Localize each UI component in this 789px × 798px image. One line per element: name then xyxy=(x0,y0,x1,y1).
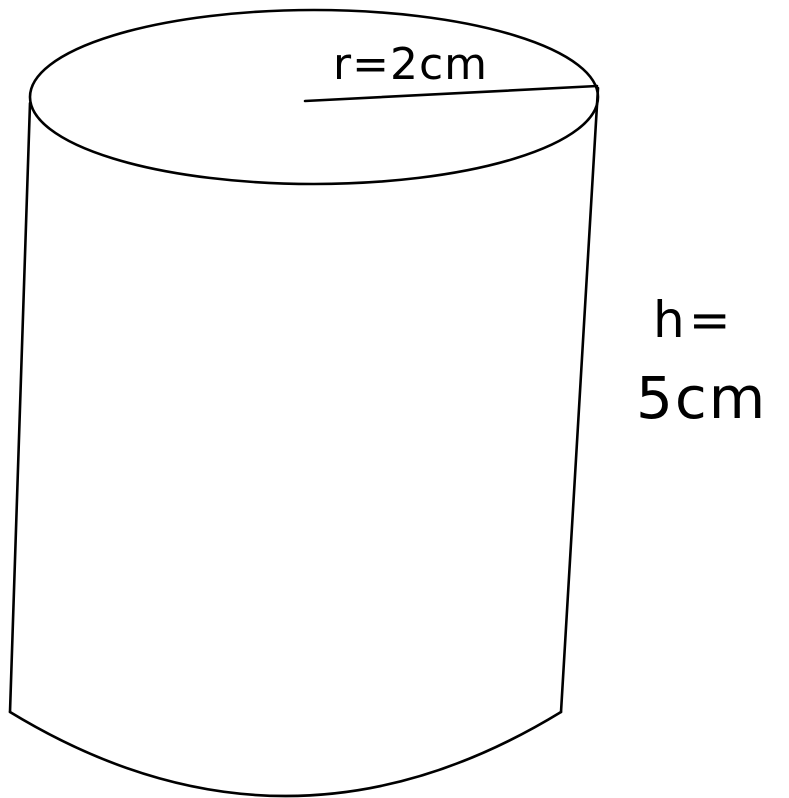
radius-line xyxy=(303,84,599,103)
height-label-line1: h= xyxy=(653,291,735,349)
cylinder-right-side xyxy=(559,86,600,714)
height-label-line2: 5cm xyxy=(636,364,767,432)
cylinder-bottom-curve xyxy=(8,710,563,798)
radius-label: r=2cm xyxy=(333,39,488,90)
cylinder-left-side xyxy=(8,101,32,714)
cylinder-top-ellipse xyxy=(28,8,600,186)
